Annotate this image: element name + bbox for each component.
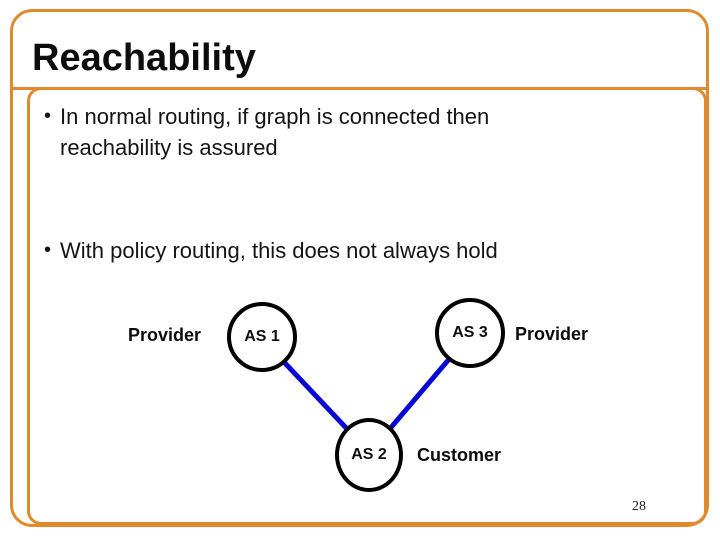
slide-body-frame <box>27 87 707 525</box>
node-as3-label: AS 3 <box>452 324 488 341</box>
page-number: 28 <box>632 499 646 514</box>
bullet-glyph: • <box>44 239 52 261</box>
node-as2: AS 2 <box>335 418 403 492</box>
node-as1-label: AS 1 <box>244 328 280 345</box>
edge-as3-as2 <box>386 356 452 433</box>
bullet-glyph: • <box>44 105 52 127</box>
bullet-item-2: • With policy routing, this does not alw… <box>44 235 664 266</box>
label-customer-as2: Customer <box>417 445 502 465</box>
edge-as1-as2 <box>281 359 352 434</box>
label-provider-as3: Provider <box>515 324 589 344</box>
bullet-text-2: With policy routing, this does not alway… <box>60 238 498 263</box>
slide-title: Reachability <box>32 37 256 79</box>
node-as1: AS 1 <box>227 302 297 372</box>
node-as2-label: AS 2 <box>351 446 387 463</box>
node-as3: AS 3 <box>435 298 505 368</box>
bullet-text-1: In normal routing, if graph is connected… <box>60 101 489 163</box>
label-provider-as1: Provider <box>128 325 202 345</box>
bullet-item-1: • In normal routing, if graph is connect… <box>44 101 644 163</box>
bullet-text-1-line1: In normal routing, if graph is connected… <box>60 104 490 129</box>
slide-outer-frame <box>10 9 709 527</box>
bullet-text-1-line2: reachability is assured <box>60 135 278 160</box>
